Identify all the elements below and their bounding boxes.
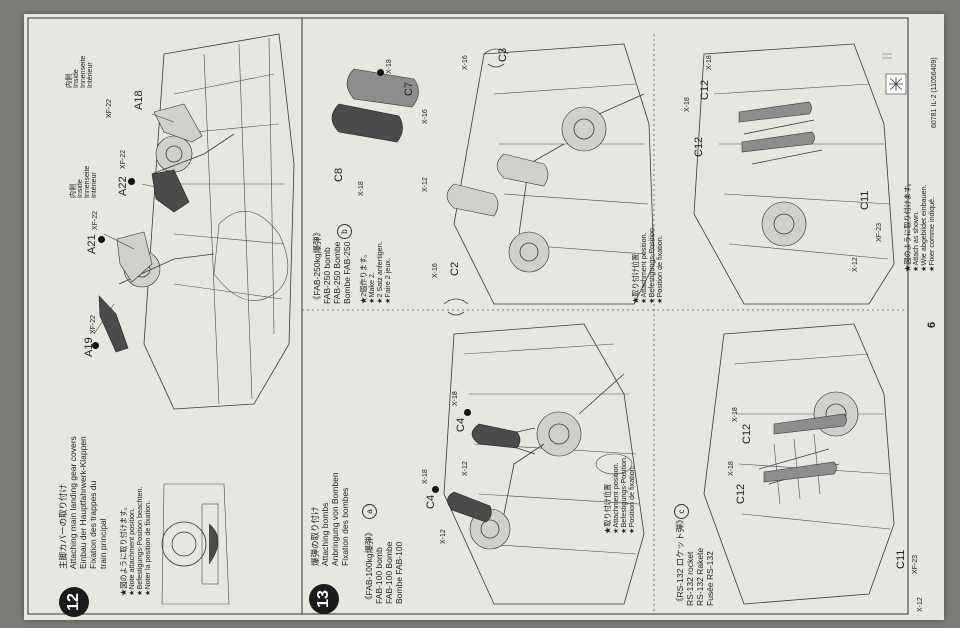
- rocket-rs132-upper-1: [738, 101, 812, 123]
- part-label-x16-b2: X-16: [462, 55, 469, 70]
- part-label-x18-b2: X-18: [386, 59, 393, 74]
- step12-wing-drawing: [118, 33, 295, 410]
- part-label-x12-a2: X-12: [462, 461, 469, 476]
- part-label-xf23-c: XF-23: [912, 554, 919, 574]
- gear-cover-a22: [151, 169, 190, 213]
- part-label-x18-b1: X-18: [358, 181, 365, 196]
- sub-step-b-badge: b: [337, 224, 352, 239]
- paint-marker-dot: [464, 409, 471, 416]
- paint-marker-dot: [377, 69, 384, 76]
- part-label-c2: C2: [449, 261, 461, 276]
- bomb-fab100-lower: [447, 491, 492, 523]
- rocket-rs132-lower-2: [773, 413, 847, 435]
- part-label-c8: C8: [333, 167, 345, 182]
- part-label-x16-b3: X-16: [432, 263, 439, 278]
- fab100-title-fr: Bombe FAB-100: [394, 541, 404, 604]
- part-label-c12-c2: C12: [741, 423, 753, 444]
- fab100-title-de: FAB-100 Bombe: [384, 541, 394, 604]
- part-label-x18-d2: X-18: [706, 55, 713, 70]
- part-label-c12-c1: C12: [735, 483, 747, 504]
- fin-part-c2: [443, 298, 469, 316]
- fab250-title-de: FAB-250 Bombe: [332, 241, 342, 304]
- step12-title-fr: Fixation des trappes du: [88, 480, 98, 569]
- step12-title-fr2: train principal: [98, 518, 108, 569]
- part-label-c11-c: C11: [895, 549, 907, 569]
- part-label-x16-b1: X-16: [422, 109, 429, 124]
- product-code: 60781 IL-2 (11056409): [931, 57, 938, 128]
- part-label-x12-a1: X-12: [440, 529, 447, 544]
- sheet-linework: [27, 17, 909, 615]
- part-label-x12-d: X-12: [852, 257, 859, 272]
- part-label-x12-b1: X-12: [422, 177, 429, 192]
- rs132-title-de: RS-132 Rakete: [695, 547, 705, 606]
- part-label-a18: A18: [133, 90, 145, 110]
- step-number-12: 12: [59, 587, 89, 617]
- part-label-a21: A21: [86, 234, 98, 254]
- part-label-x18-a1: X-18: [422, 469, 429, 484]
- step12-title-jp: 主脚カバーの取り付け: [58, 483, 68, 569]
- step12-leader-lines: [93, 113, 175, 335]
- rs132-title-jp: 《RS-132 ロケット弾》: [675, 515, 685, 606]
- rs132-title-en: RS-132 rocket: [685, 551, 695, 606]
- part-label-c11-d: C11: [859, 190, 871, 210]
- part-label-x18-c1: X-18: [728, 461, 735, 476]
- bomb-fab250-part-c8: [331, 103, 403, 143]
- outer-border: [27, 17, 909, 615]
- step12-title-de: Einbau der Hauptfahrwerk-Klappen: [78, 436, 88, 569]
- fab100-pos-fr: ★Position de fixation.: [627, 465, 636, 534]
- step13-title-de: Anbringung von Bomben: [330, 472, 340, 566]
- bomb-fab250-part-c7: [346, 68, 419, 108]
- paint-marker-dot: [128, 178, 135, 185]
- rs132-title-fr: Fusée RS-132: [705, 551, 715, 606]
- fab250-title-jp: 《FAB-250kg爆弾》: [312, 227, 322, 304]
- paint-marker-dot: [92, 342, 99, 349]
- paint-marker-dot: [432, 486, 439, 493]
- gear-cover-a21: [116, 231, 153, 283]
- inside-label-fr-2: Intérieur: [87, 62, 94, 88]
- rocket-rs132-lower-1: [763, 461, 837, 483]
- gear-cover-a18: [153, 103, 203, 143]
- step12-wheel-inset: [161, 483, 230, 605]
- fab100-title-en: FAB-100 bomb: [374, 547, 384, 604]
- paint-label-xf22-2: XF-22: [92, 210, 99, 230]
- paint-label-xf22-1: XF-22: [90, 314, 97, 334]
- step13-title-fr: Fixation des bombes: [340, 487, 350, 566]
- fab250-title-fr: Bombe FAB-250: [342, 241, 352, 304]
- step13d-drawing: [693, 43, 895, 305]
- part-label-x12-c: X-12: [917, 597, 924, 612]
- paint-marker-dot: [98, 236, 105, 243]
- paint-label-xf22-4: XF-22: [106, 98, 113, 118]
- step12-note-fr: ★Noter la position de fixation.: [143, 500, 152, 596]
- part-label-c12-d2: C12: [693, 136, 705, 157]
- inside-label-fr: Intérieur: [91, 172, 98, 198]
- step13b-drawing: [446, 43, 655, 305]
- step13-title-en: Attaching bombs: [320, 502, 330, 566]
- gear-cover-a19: [98, 295, 129, 353]
- part-label-x18-c2: X-18: [732, 407, 739, 422]
- fab100-title-jp: 《FAB-100kg爆弾》: [364, 527, 374, 604]
- part-label-c7: C7: [403, 81, 415, 96]
- instruction-sheet: 12 主脚カバーの取り付け Attaching main landing gea…: [24, 14, 944, 620]
- part-label-xf23-d: XF-23: [876, 222, 883, 242]
- fab250-title-en: FAB-250 bomb: [322, 247, 332, 304]
- part-label-c4-upper: C4: [455, 417, 467, 432]
- page-number: 6: [926, 321, 938, 328]
- part-label-x18-a2: X-18: [452, 391, 459, 406]
- part-label-c3: C3: [497, 47, 509, 62]
- fab250-make-fr: ★Faire 2 jeux.: [383, 258, 392, 304]
- fin-part-c3: [483, 48, 509, 68]
- part-label-c12-d1: C12: [699, 79, 711, 100]
- attach-note-fr: ★Fixer comme indiqué.: [927, 196, 936, 272]
- sub-step-a-badge: a: [362, 504, 377, 519]
- step13-title-jp: 爆弾の取り付け: [310, 506, 320, 566]
- bomb-fab100-upper: [471, 423, 536, 455]
- step-number-13: 13: [309, 584, 339, 614]
- step12-title-en: Attaching main landing gear covers: [68, 436, 78, 569]
- paint-label-xf22-3: XF-22: [120, 149, 127, 169]
- rocket-rs132-upper-2: [741, 131, 815, 153]
- aircraft-silhouette-logo: [882, 53, 907, 95]
- fab250-pos-fr: ★Position de fixation.: [655, 235, 664, 304]
- part-label-c4-lower: C4: [425, 494, 437, 509]
- part-label-x18-d1: X-18: [684, 97, 691, 112]
